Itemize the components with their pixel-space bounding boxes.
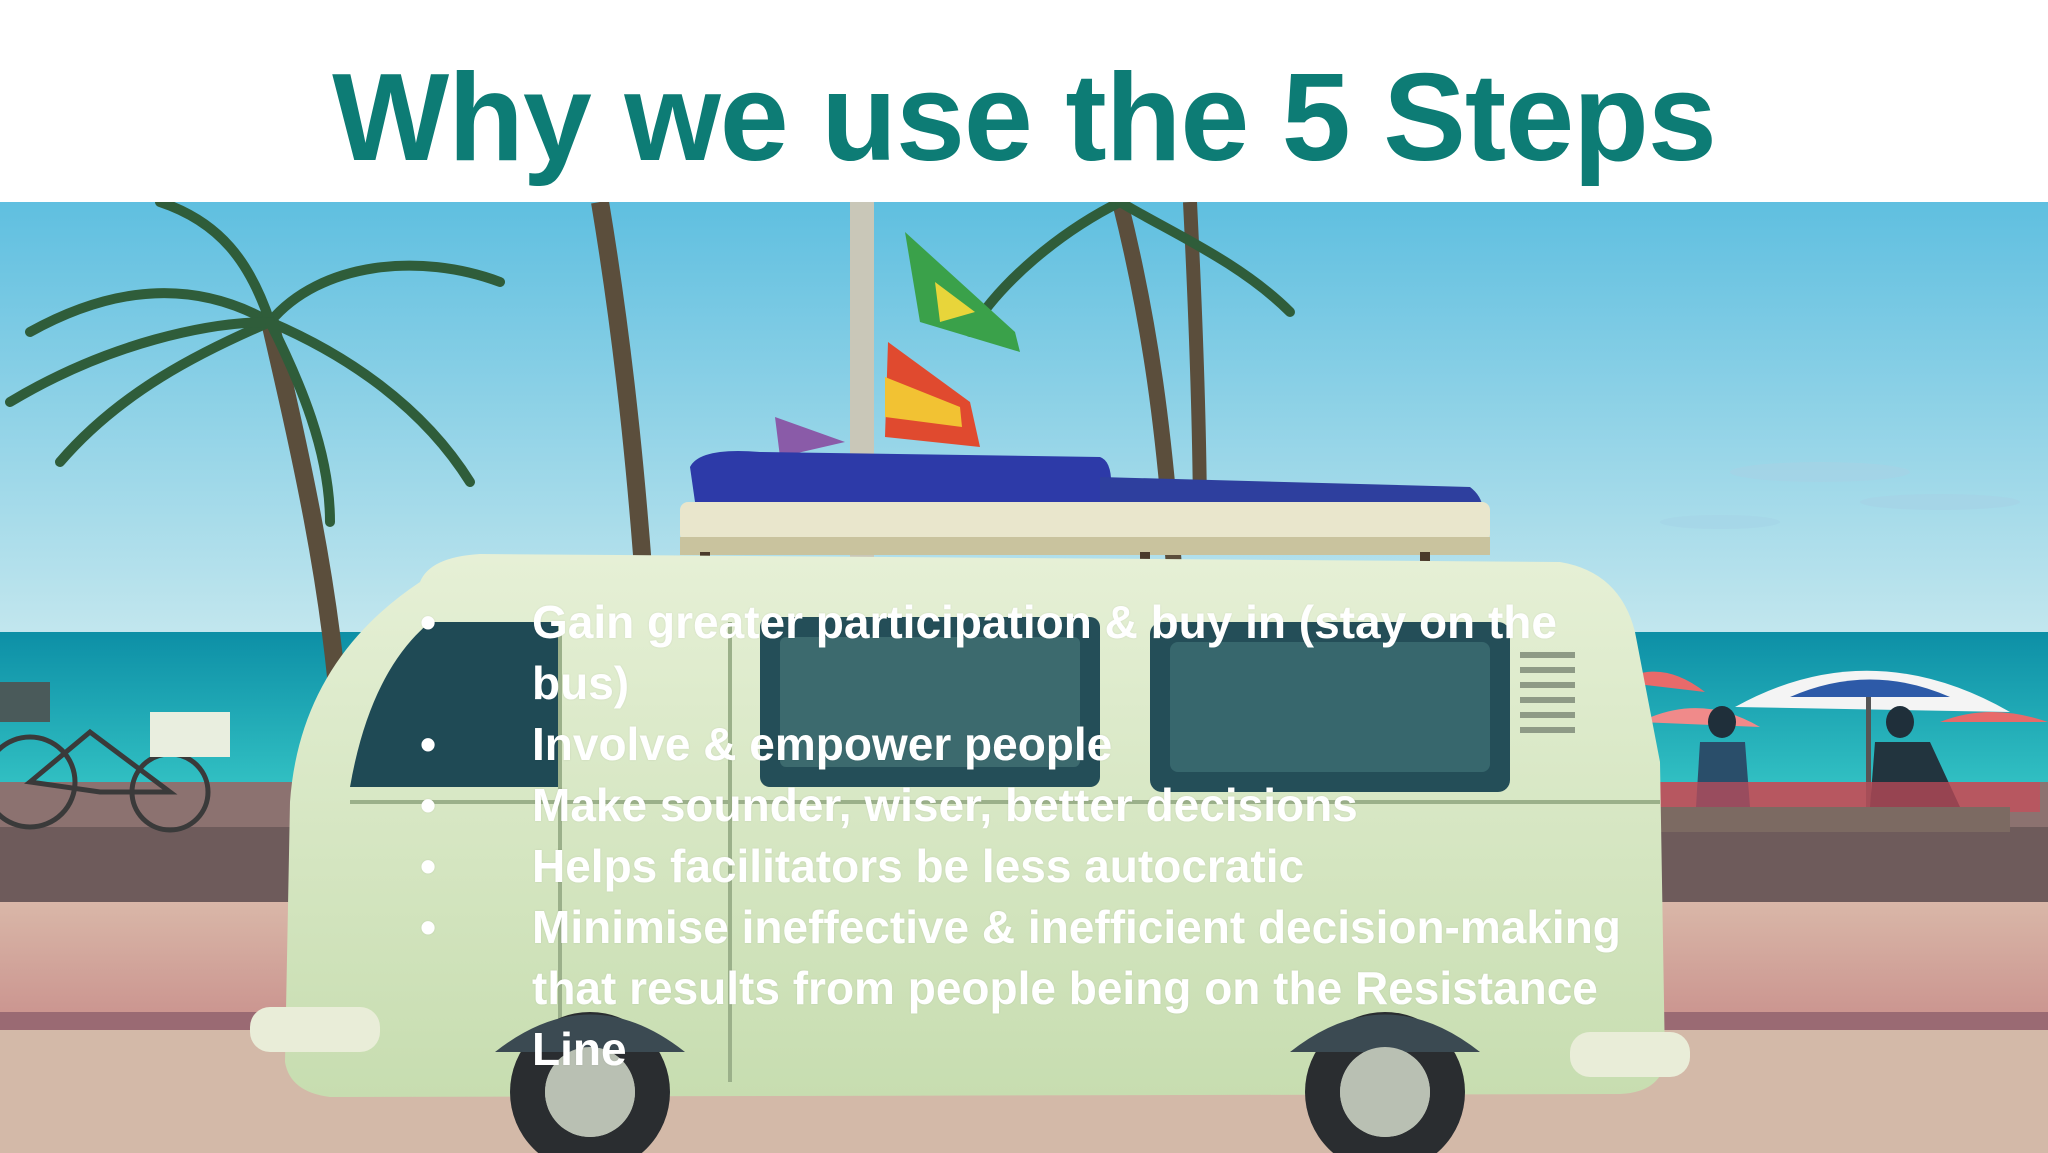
list-item: • Gain greater participation & buy in (s… — [420, 592, 1650, 714]
list-item-text: Involve & empower people — [532, 718, 1113, 770]
list-item: • Helps facilitators be less autocratic — [420, 836, 1650, 897]
background-photo — [0, 202, 2048, 1153]
beach-van-photo-icon — [0, 202, 2048, 1153]
bullet-dot-icon: • — [420, 779, 437, 831]
bullet-dot-icon: • — [420, 596, 437, 648]
bullet-dot-icon: • — [420, 718, 437, 770]
list-item-text: Helps facilitators be less autocratic — [532, 840, 1305, 892]
bullet-list: • Gain greater participation & buy in (s… — [420, 592, 1650, 1080]
bullet-dot-icon: • — [420, 901, 437, 953]
list-item-text: Gain greater participation & buy in (sta… — [532, 596, 1557, 709]
list-item: • Make sounder, wiser, better decisions — [420, 775, 1650, 836]
list-item-text: Make sounder, wiser, better decisions — [532, 779, 1358, 831]
bullet-dot-icon: • — [420, 840, 437, 892]
list-item: • Involve & empower people — [420, 714, 1650, 775]
list-item: • Minimise ineffective & inefficient dec… — [420, 897, 1650, 1080]
slide-title: Why we use the 5 Steps — [332, 49, 1717, 187]
list-item-text: Minimise ineffective & inefficient decis… — [532, 901, 1621, 1075]
